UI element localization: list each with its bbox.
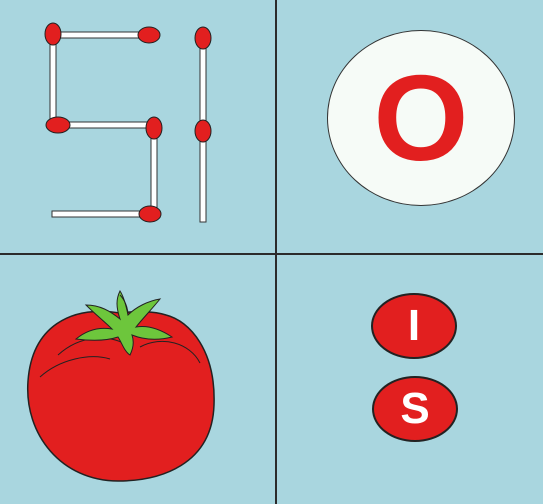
letter-badge-bottom: S [372, 376, 458, 442]
vertical-divider [275, 0, 277, 504]
matchstick [199, 43, 207, 129]
match-head [137, 26, 161, 44]
matchstick [150, 135, 158, 215]
match-head [145, 116, 163, 140]
tomato-cell [0, 255, 275, 504]
plate-letter: O [327, 30, 515, 206]
matchstick-digit-5 [44, 22, 163, 223]
tomato-icon [27, 290, 215, 482]
match-head [194, 119, 212, 143]
match-head [194, 26, 212, 50]
matchstick-number-cell [0, 0, 275, 253]
match-head [138, 205, 162, 223]
matchstick [49, 37, 57, 123]
horizontal-divider [0, 253, 543, 255]
badge-letters-cell: I S [277, 255, 543, 504]
matchstick-digit-1 [194, 26, 212, 223]
letter-badge-top: I [371, 293, 457, 359]
match-head [45, 116, 71, 134]
match-head [44, 22, 62, 46]
matchstick [67, 121, 149, 129]
matchstick [55, 31, 149, 39]
matchstick-number [44, 22, 212, 223]
plate-letter-cell: O [277, 0, 543, 253]
matchstick [199, 137, 207, 223]
matchstick [51, 210, 141, 218]
